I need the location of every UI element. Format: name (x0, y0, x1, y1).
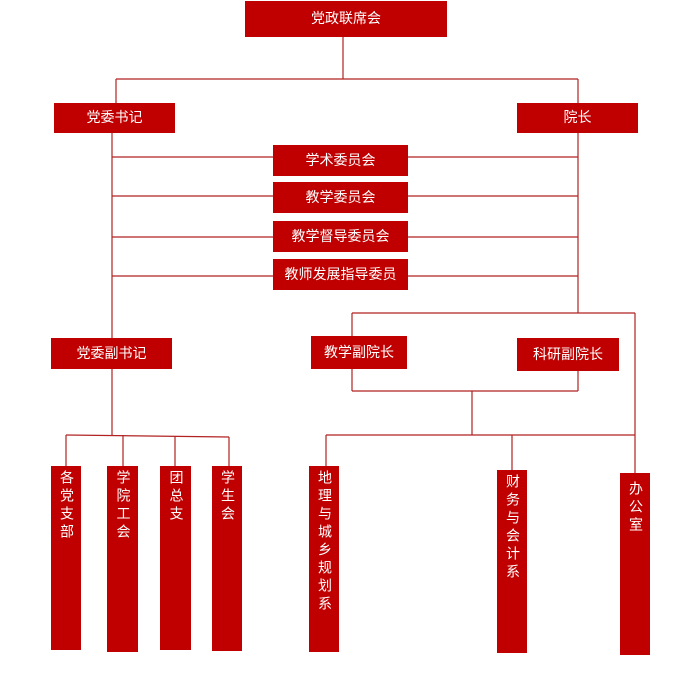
deputy-party-secretary-label: 党委副书记 (76, 345, 147, 362)
party-unit-label: 团总支 (167, 470, 184, 524)
party-unit-label: 学院工会 (114, 470, 131, 542)
committee-label: 教学委员会 (305, 189, 376, 206)
party-branches: 各党支部 (51, 466, 81, 650)
vice-dean-research-label: 科研副院长 (533, 346, 603, 363)
committee-label: 学术委员会 (305, 152, 376, 169)
dept-finance-accounting: 财务与会计系 (497, 470, 527, 653)
party-secretary-label: 党委书记 (86, 110, 143, 126)
vice-dean-teaching-label: 教学副院长 (324, 344, 394, 361)
party-unit-label: 学生会 (219, 470, 235, 524)
admin-unit-label: 办公室 (627, 481, 643, 535)
college-union: 学院工会 (107, 466, 138, 652)
dept-geography-planning: 地理与城乡规划系 (309, 466, 339, 652)
vice-dean-research: 科研副院长 (517, 338, 619, 371)
dean-label: 院长 (563, 110, 592, 126)
dean: 院长 (517, 103, 638, 133)
party-secretary: 党委书记 (54, 103, 175, 133)
office: 办公室 (620, 473, 650, 655)
vice-dean-teaching: 教学副院长 (311, 336, 407, 369)
party-unit-label: 各党支部 (58, 470, 74, 542)
youth-league: 团总支 (160, 466, 191, 650)
admin-unit-label: 财务与会计系 (504, 474, 520, 582)
committee-teaching: 教学委员会 (273, 182, 408, 213)
committee-label: 教学督导委员会 (291, 228, 390, 245)
student-union: 学生会 (212, 466, 242, 651)
committee-academic: 学术委员会 (273, 145, 408, 176)
admin-unit-label: 地理与城乡规划系 (316, 470, 332, 614)
committee-label: 教师发展指导委员 (284, 266, 397, 283)
party-government-joint-meeting: 党政联席会 (245, 1, 447, 37)
party-government-joint-meeting-label: 党政联席会 (311, 11, 381, 27)
committee-teacher-development: 教师发展指导委员 (273, 259, 408, 290)
deputy-party-secretary: 党委副书记 (51, 338, 172, 369)
committee-teaching-supervision: 教学督导委员会 (273, 221, 408, 252)
